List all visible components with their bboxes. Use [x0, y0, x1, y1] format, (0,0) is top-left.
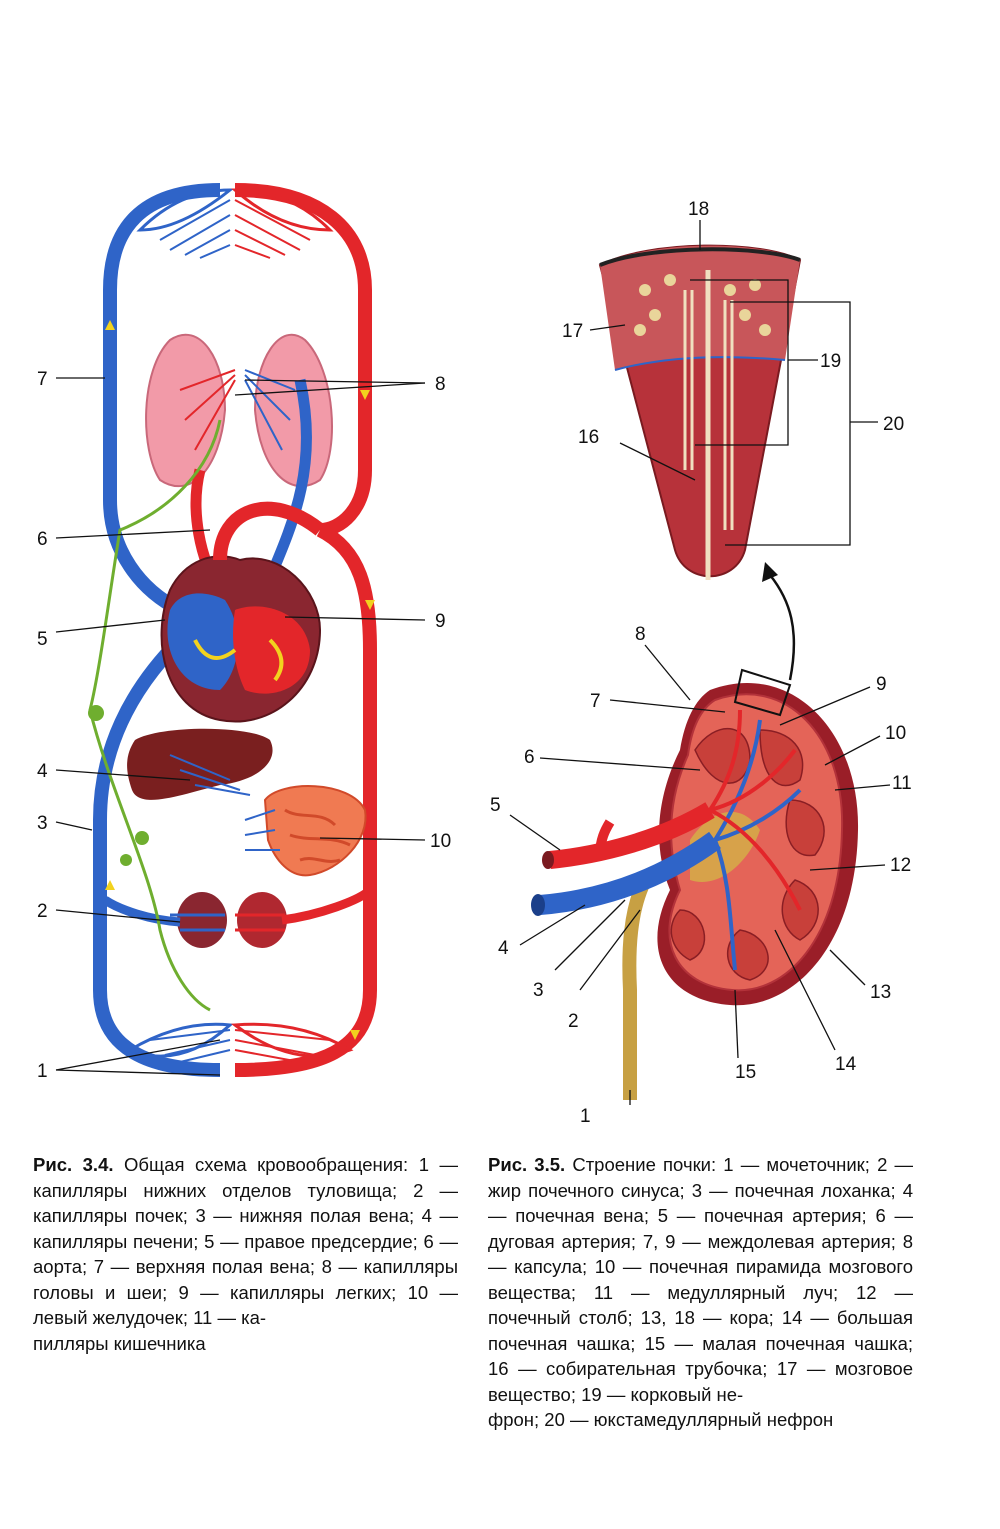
aorta-lower-loop	[234, 523, 377, 1077]
label-8: 8	[435, 374, 446, 395]
renal-pyramid-detail	[598, 244, 802, 580]
label-1: 1	[37, 1061, 48, 1082]
inferior-vena-cava	[93, 635, 221, 1077]
lower-body-capillaries	[126, 1022, 354, 1063]
circulation-diagram: 1 2 3 4 5 6 7 8 9 10	[20, 170, 480, 1130]
kidney-label-15: 15	[735, 1062, 756, 1083]
kidney-label-13: 13	[870, 982, 891, 1003]
left-leader-lines	[55, 377, 426, 1076]
vein-branches	[713, 719, 802, 971]
right-leader-lines	[509, 220, 891, 1105]
juxtamedullary-nephron-bracket	[725, 301, 851, 546]
zoom-arrow-head	[762, 562, 778, 582]
zoom-arrow	[769, 574, 796, 681]
artery-branch	[595, 819, 615, 856]
lymph-node	[120, 854, 132, 866]
caption-text: Строение почки: 1 — мочеточник; 2 — жир …	[488, 1154, 914, 1405]
caption-figure-3-4: Рис. 3.4. Общая схема кровообращения: 1 …	[33, 1152, 458, 1356]
kidney-label-4: 4	[498, 938, 509, 959]
kidney-label-18: 18	[688, 199, 709, 220]
kidney-label-8: 8	[635, 624, 646, 645]
kidney-label-2: 2	[568, 1011, 579, 1032]
label-3: 3	[37, 813, 48, 834]
renal-vein	[539, 831, 721, 915]
head-neck-capillaries	[136, 188, 334, 259]
caption-title: Рис. 3.5.	[488, 1154, 566, 1175]
caption-figure-3-5: Рис. 3.5. Строение почки: 1 — мочеточник…	[488, 1152, 913, 1433]
lungs	[145, 333, 333, 487]
kidney-label-20: 20	[883, 414, 904, 435]
kidney-diagram: 1 2 3 4 5 6 7 8 9 10 11 12 13 14 15 16 1…	[480, 190, 980, 1130]
intestine	[244, 785, 367, 877]
kidney-svg: 1 2 3 4 5 6 7 8 9 10 11 12 13 14 15 16 1…	[490, 199, 912, 1127]
kidney-label-19: 19	[820, 351, 841, 372]
kidney-label-7: 7	[590, 691, 601, 712]
renal-artery-vessel	[281, 886, 374, 925]
label-9: 9	[435, 611, 446, 632]
label-7: 7	[37, 369, 48, 390]
flow-arrows	[105, 320, 375, 1040]
heart	[160, 501, 325, 723]
kidney-label-16: 16	[578, 427, 599, 448]
cortical-nephron-bracket	[690, 279, 789, 446]
kidney-label-1: 1	[580, 1106, 591, 1127]
label-4: 4	[37, 761, 48, 782]
circulation-svg: 1 2 3 4 5 6 7 8 9 10	[37, 183, 451, 1082]
caption-last-line: фрон; 20 — юкстамедуллярный нефрон	[488, 1409, 834, 1430]
superior-vena-cava	[103, 183, 221, 617]
aorta-upper-loop	[234, 183, 372, 537]
caption-title: Рис. 3.4.	[33, 1154, 114, 1175]
kidney-label-11: 11	[892, 773, 912, 794]
caption-last-line: пилляры кишечника	[33, 1332, 206, 1354]
kidney-label-9: 9	[876, 674, 887, 695]
kidney-label-14: 14	[835, 1054, 857, 1075]
kidney-label-6: 6	[524, 747, 535, 768]
kidney-label-3: 3	[533, 980, 544, 1001]
artery-branches	[708, 709, 802, 911]
lymph-node	[135, 831, 149, 845]
label-2: 2	[37, 901, 48, 922]
lymph-node	[88, 705, 104, 721]
kidney-label-5: 5	[490, 795, 501, 816]
kidneys	[170, 892, 287, 948]
caption-text: Общая схема кровообращения: 1 — капилляр…	[33, 1154, 459, 1328]
kidney-label-12: 12	[890, 855, 911, 876]
kidney-label-10: 10	[885, 723, 906, 744]
zoom-selection-box	[733, 668, 792, 717]
label-10: 10	[430, 831, 451, 852]
liver	[127, 728, 273, 800]
label-6: 6	[37, 529, 48, 550]
renal-artery	[549, 802, 715, 869]
label-5: 5	[37, 629, 48, 650]
kidney-label-17: 17	[562, 321, 583, 342]
